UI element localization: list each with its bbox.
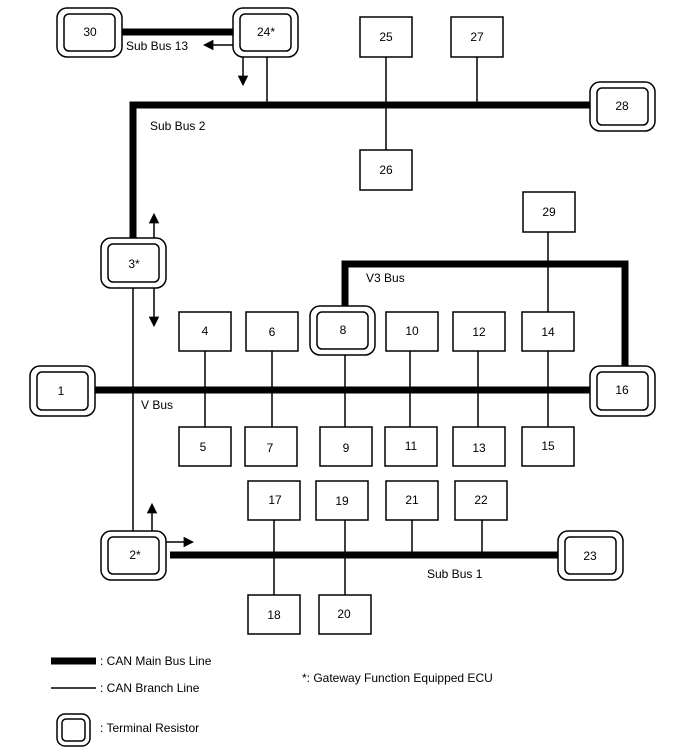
ecu-box-26 xyxy=(359,149,413,191)
ecu-box-19 xyxy=(315,480,369,521)
node-label-15: 15 xyxy=(541,439,555,453)
terminal-ecu-23 xyxy=(557,530,624,581)
node-label-6: 6 xyxy=(269,325,276,339)
bus-label-sub-bus-2: Sub Bus 2 xyxy=(150,119,206,133)
node-label-11: 11 xyxy=(405,439,418,453)
legend-branch-label: : CAN Branch Line xyxy=(100,681,200,695)
node-label-30: 30 xyxy=(83,25,97,39)
ecu-box-21 xyxy=(385,480,439,521)
node-label-19: 19 xyxy=(335,494,349,508)
node-label-14: 14 xyxy=(541,325,555,339)
terminal-ecu-30 xyxy=(56,7,123,58)
node-label-2: 2* xyxy=(129,548,141,562)
ecu-box-18 xyxy=(247,594,301,635)
terminal-ecu-3 xyxy=(100,237,167,289)
ecu-box-5 xyxy=(178,426,232,467)
legend-terminal-label: : Terminal Resistor xyxy=(100,721,199,735)
node-label-8: 8 xyxy=(340,323,347,337)
ecu-box-10 xyxy=(385,311,439,352)
gateway-note: *: Gateway Function Equipped ECU xyxy=(302,671,493,685)
bus-label-v-bus: V Bus xyxy=(141,398,173,412)
node-label-4: 4 xyxy=(202,324,209,338)
ecu-box-12 xyxy=(452,311,506,352)
ecu-box-4 xyxy=(178,311,232,352)
node-label-21: 21 xyxy=(405,493,419,507)
v3-bus-line xyxy=(341,260,629,368)
ecu-box-27 xyxy=(450,16,504,58)
ecu-box-15 xyxy=(521,426,575,467)
node-label-16: 16 xyxy=(615,383,629,397)
ecu-box-6 xyxy=(245,311,299,352)
ecu-box-17 xyxy=(247,480,301,521)
terminal-ecu-16 xyxy=(589,365,656,417)
node-label-22: 22 xyxy=(474,493,488,507)
node-label-28: 28 xyxy=(615,99,629,113)
terminal-ecu-24 xyxy=(232,7,299,58)
terminal-ecu-8 xyxy=(309,305,376,356)
node-label-20: 20 xyxy=(337,607,351,621)
node-label-26: 26 xyxy=(379,163,393,177)
ecu-box-20 xyxy=(318,594,372,635)
terminal-ecu-28 xyxy=(589,81,656,132)
ecu-box-11 xyxy=(384,426,438,467)
node-label-13: 13 xyxy=(472,441,486,455)
node-label-17: 17 xyxy=(268,493,282,507)
legend-main-bus-label: : CAN Main Bus Line xyxy=(100,654,212,668)
node-label-3: 3* xyxy=(128,257,140,271)
ecu-box-29 xyxy=(522,191,576,233)
node-label-1: 1 xyxy=(58,384,65,398)
ecu-box-25 xyxy=(359,16,413,58)
node-label-27: 27 xyxy=(470,30,484,44)
ecu-box-14 xyxy=(521,311,575,352)
node-label-10: 10 xyxy=(405,324,419,338)
node-label-9: 9 xyxy=(343,441,350,455)
node-label-25: 25 xyxy=(379,30,393,44)
bus-label-sub-bus-13: Sub Bus 13 xyxy=(126,39,188,53)
node-label-23: 23 xyxy=(583,549,597,563)
ecu-box-7 xyxy=(244,426,298,467)
bus-label-sub-bus-1: Sub Bus 1 xyxy=(427,567,483,581)
legend: : CAN Main Bus Line : CAN Branch Line : … xyxy=(51,654,493,747)
terminal-ecu-2 xyxy=(100,530,167,581)
node-label-7: 7 xyxy=(267,441,274,455)
legend-terminal-swatch xyxy=(56,713,91,747)
node-label-5: 5 xyxy=(200,440,207,454)
ecu-box-9 xyxy=(319,426,373,467)
node-label-29: 29 xyxy=(542,205,556,219)
bus-label-v3-bus: V3 Bus xyxy=(366,271,405,285)
sub-bus-2-line xyxy=(129,101,592,238)
terminal-ecu-1 xyxy=(29,365,96,417)
ecu-box-22 xyxy=(454,480,508,521)
ecu-box-13 xyxy=(452,426,506,467)
node-label-24: 24* xyxy=(257,25,275,39)
node-label-18: 18 xyxy=(267,608,281,622)
node-label-12: 12 xyxy=(472,325,486,339)
